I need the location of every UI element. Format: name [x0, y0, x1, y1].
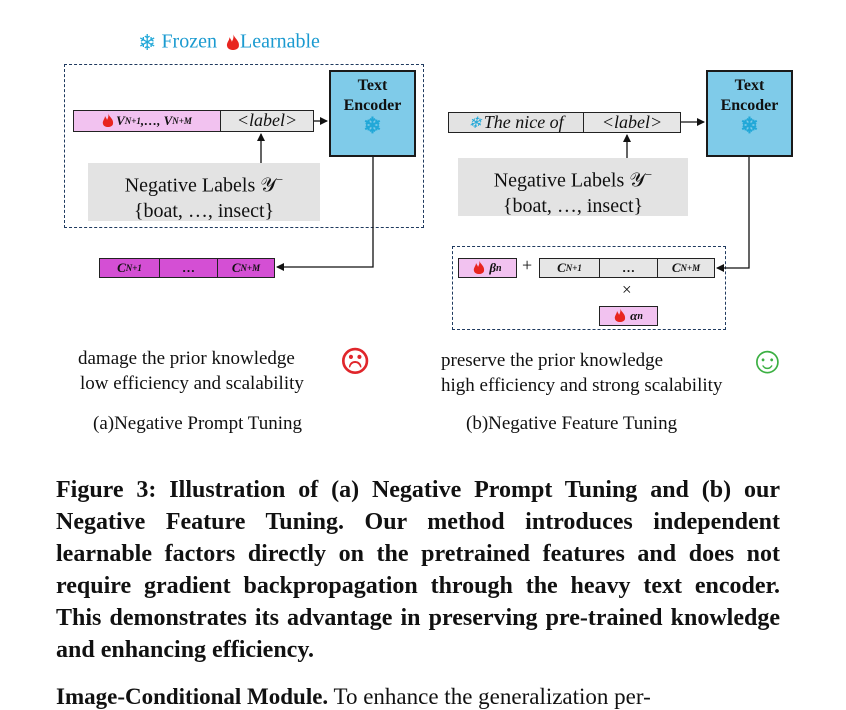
neg-labels-title: Negative Labels 𝒴 — [124, 174, 276, 197]
panel-a-negative-labels: Negative Labels 𝒴− {boat, …, insect} — [88, 163, 320, 222]
neg-labels-set: {boat, …, insect} — [502, 194, 644, 217]
panel-b-label-token: <label> — [583, 112, 681, 133]
arrow-encoder-to-features-a — [276, 157, 374, 271]
panel-b-prompt: ❄The nice of — [448, 112, 584, 133]
alpha-sub: n — [637, 310, 643, 322]
sad-face-icon: ☹ — [339, 342, 372, 382]
snowflake-icon: ❄ — [138, 30, 157, 55]
panel-a-drawback-1: damage the prior knowledge — [78, 348, 295, 369]
feature-c: C — [231, 260, 241, 275]
flame-icon — [614, 308, 626, 322]
next-paragraph: Image-Conditional Module. To enhance the… — [56, 684, 786, 710]
feature-ellipsis: … — [599, 259, 657, 277]
flame-icon — [226, 33, 239, 50]
beta-symbol: β — [489, 260, 497, 275]
text-encoder-b: Text Encoder ❄ — [706, 70, 793, 157]
neg-labels-sup: − — [275, 172, 284, 187]
arrow-encoder-to-features-b — [716, 157, 750, 272]
alpha-symbol: α — [630, 308, 638, 323]
prompt-token-sub: N+M — [172, 116, 192, 126]
legend-learnable: Learnable — [239, 30, 320, 53]
feature-c: C — [671, 260, 681, 275]
legend-frozen: Frozen — [161, 30, 217, 53]
encoder-label: Encoder — [720, 97, 779, 114]
panel-a-title: (a)Negative Prompt Tuning — [93, 413, 302, 434]
panel-b-title: (b)Negative Feature Tuning — [466, 413, 678, 434]
prompt-token-mid: ,…, V — [140, 113, 173, 128]
panel-b-frame — [452, 246, 726, 330]
feature-c: C — [557, 260, 566, 275]
encoder-label: Text — [357, 77, 388, 94]
happy-face-icon: ☺ — [748, 340, 787, 382]
snowflake-icon: ❄ — [468, 114, 482, 132]
text-encoder-a: Text Encoder ❄ — [329, 70, 416, 157]
next-heading: Image-Conditional Module. — [56, 684, 329, 709]
neg-labels-sup: − — [644, 167, 653, 182]
flame-icon — [474, 260, 485, 274]
feature-sub: N+M — [680, 263, 701, 273]
feature-c: C — [117, 260, 126, 275]
panel-b-advantage-1: preserve the prior knowledge — [441, 350, 664, 371]
neg-labels-set: {boat, …, insect} — [133, 199, 275, 222]
times-sign: × — [622, 280, 632, 299]
feature-sub: N+1 — [565, 263, 582, 273]
snowflake-icon: ❄ — [363, 113, 382, 139]
flame-icon — [102, 113, 114, 127]
figure-caption: Figure 3: Illustration of (a) Negative P… — [56, 477, 780, 663]
neg-labels-title: Negative Labels 𝒴 — [493, 169, 645, 192]
prompt-token-sub: N+1 — [124, 116, 141, 126]
panel-b-advantage-2: high efficiency and strong scalability — [441, 375, 723, 396]
beta-sub: n — [496, 262, 502, 274]
panel-a-label-token: <label> — [220, 110, 314, 132]
prompt-text: The nice of — [483, 112, 564, 132]
panel-a-drawback-2: low efficiency and scalability — [80, 373, 304, 394]
encoder-label: Encoder — [343, 97, 402, 114]
feature-ellipsis: … — [159, 259, 217, 277]
encoder-label: Text — [734, 77, 765, 94]
panel-b-negative-labels: Negative Labels 𝒴− {boat, …, insect} — [458, 158, 688, 217]
prompt-token-v: V — [116, 113, 125, 128]
feature-sub: N+M — [240, 263, 261, 273]
feature-sub: N+1 — [125, 263, 142, 273]
legend: ❄ Frozen Learnable — [138, 30, 320, 56]
plus-sign: + — [522, 255, 533, 275]
panel-a-frame — [64, 64, 424, 228]
snowflake-icon: ❄ — [740, 113, 759, 139]
arrows-layer — [257, 117, 750, 272]
next-text: To enhance the generalization per- — [333, 684, 651, 709]
